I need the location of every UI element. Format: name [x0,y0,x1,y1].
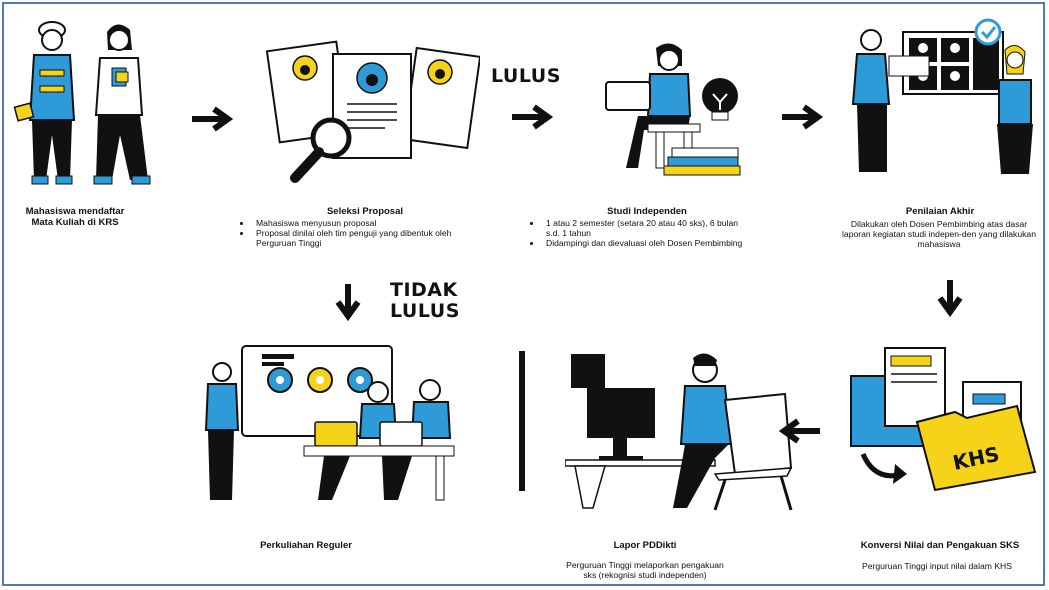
seleksi-bullets: Mahasiswa menyusun proposal Proposal din… [230,218,460,248]
arrow-down-2-icon [937,280,963,318]
arrow-right-2-icon [512,104,554,130]
reguler-title: Perkuliahan Reguler [260,540,352,551]
studi-bullet-1: 1 atau 2 semester (setara 20 atau 40 sks… [542,218,752,238]
final-assessment-illustration [851,18,1033,174]
studi-bullet-2: Didampingi dan dievaluasi oleh Dosen Pem… [542,238,752,248]
tidak-lulus-label-2: LULUS [390,300,460,322]
section-divider [519,351,525,491]
tidak-lulus-label-1: TIDAK [390,279,458,301]
seleksi-bullet-1: Mahasiswa menyusun proposal [252,218,460,228]
proposal-documents-illustration [265,40,480,183]
studi-bullets: 1 atau 2 semester (setara 20 atau 40 sks… [520,218,752,248]
lapor-desc: Perguruan Tinggi melaporkan pengakuan sk… [566,560,724,580]
lulus-label: LULUS [491,65,561,87]
seleksi-title: Seleksi Proposal [326,206,404,217]
penilaian-title: Penilaian Akhir [905,206,975,217]
arrow-right-1-icon [192,106,234,132]
khs-folder-illustration: KHS [850,347,1037,492]
penilaian-desc: Dilakukan oleh Dosen Pembimbing atas das… [842,219,1036,249]
students-illustration [13,21,151,185]
independent-study-illustration [605,43,741,176]
pddikti-report-illustration [565,353,793,511]
arrow-left-icon [778,418,820,444]
studi-title: Studi Independen [607,206,687,217]
seleksi-bullet-2: Proposal dinilai oleh tim penguji yang d… [252,228,460,248]
lapor-title: Lapor PDDikti [613,540,677,551]
konversi-desc: Perguruan Tinggi input nilai dalam KHS [861,561,1012,571]
konversi-title: Konversi Nilai dan Pengakuan SKS [860,540,1020,551]
pendaftaran-title: Mahasiswa mendaftar Mata Kuliah di KRS [25,206,125,228]
arrow-right-3-icon [782,104,824,130]
arrow-down-1-icon [335,284,361,322]
regular-lecture-illustration [204,345,455,501]
